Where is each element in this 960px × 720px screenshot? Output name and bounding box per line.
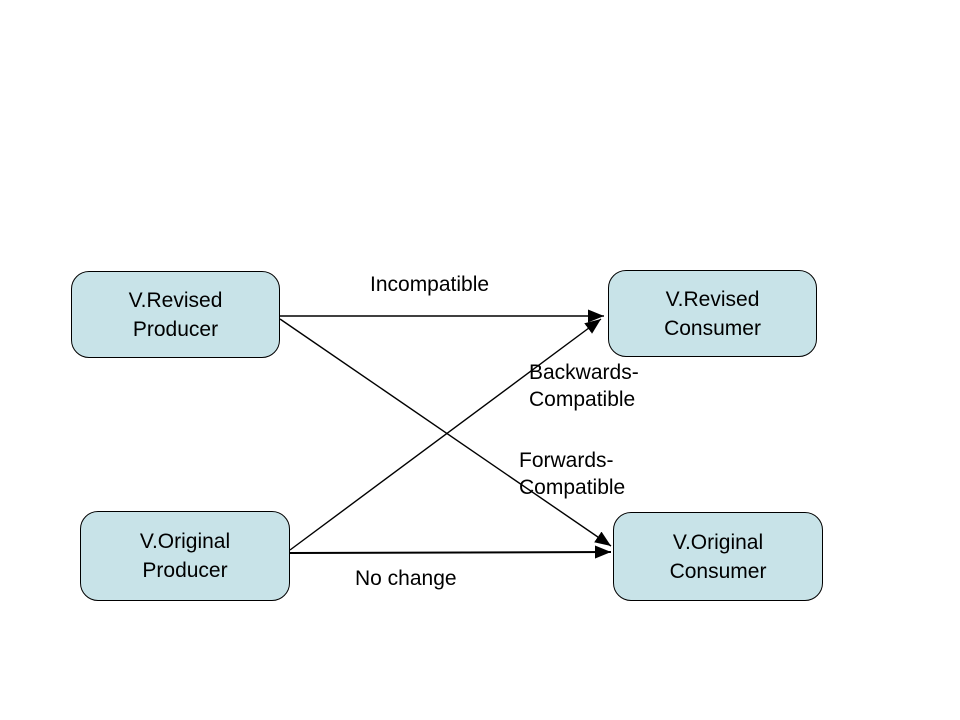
node-original-consumer: V.Original Consumer: [613, 512, 823, 601]
edge-label-incompatible: Incompatible: [370, 273, 490, 296]
edge-label-forwards-compatible: Forwards- Compatible: [519, 449, 626, 499]
node-revised-consumer: V.Revised Consumer: [608, 270, 817, 357]
node-original-producer: V.Original Producer: [80, 511, 290, 601]
arrow-no-change: [289, 545, 612, 559]
arrow-backwards-compatible: [289, 318, 602, 551]
arrow-forwards-compatible: [279, 318, 612, 547]
node-revised-producer: V.Revised Producer: [71, 271, 280, 358]
edge-label-backwards-compatible: Backwards- Compatible: [529, 361, 639, 411]
edge-label-no-change: No change: [355, 567, 457, 590]
